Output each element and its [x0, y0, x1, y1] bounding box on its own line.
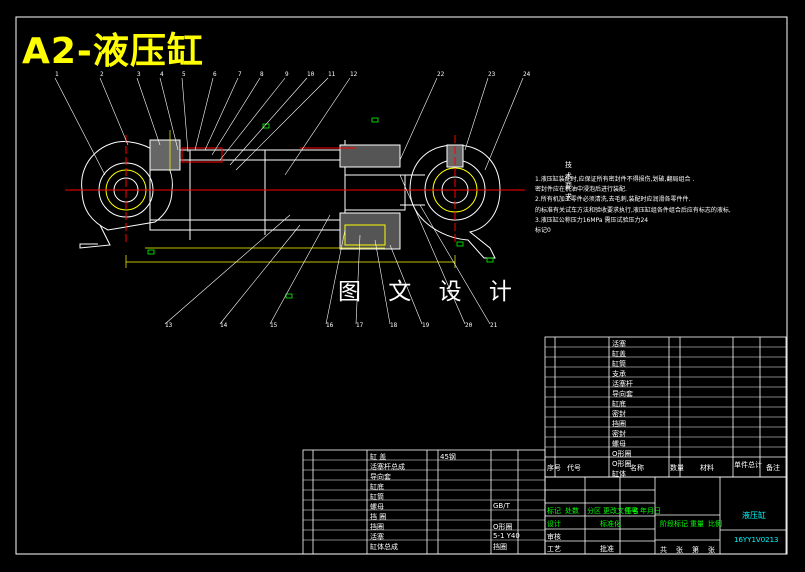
- title-block-label: 审核: [547, 533, 561, 541]
- parts-list-item-name: 挡圈: [612, 420, 626, 428]
- part-label: 19: [422, 322, 430, 329]
- parts-list-item-name: 活塞: [370, 533, 384, 541]
- title-block-label: 张: [676, 546, 683, 554]
- part-label: 17: [356, 322, 364, 329]
- dimension-lines: [125, 130, 456, 268]
- header-total-weight: 总计: [748, 461, 762, 469]
- title-block-label: 批准: [600, 545, 614, 553]
- notes-line: 3.液压缸公称压力16MPa 需压试验压力24: [535, 217, 649, 224]
- parts-list-item-name: 活塞杆: [612, 380, 633, 388]
- title-block-label: 更改文件号: [603, 507, 638, 515]
- part-label: 22: [437, 71, 445, 78]
- parts-list-item-name: 活塞: [612, 340, 626, 348]
- cylinder-assembly: [79, 139, 501, 259]
- parts-list-item-note: 5-1 Y40: [493, 532, 520, 540]
- part-label: 16: [326, 322, 334, 329]
- parts-list-item-name: 缸筒: [612, 360, 626, 368]
- part-label: 18: [390, 322, 398, 329]
- part-label: 3: [137, 71, 141, 78]
- header-code: 代号: [567, 464, 581, 472]
- part-label: 5: [182, 71, 186, 78]
- drawing-title: A2-液压缸: [22, 31, 204, 72]
- parts-list-item-material: 45钢: [440, 453, 456, 461]
- header-material: 材料: [700, 464, 714, 472]
- leader-lines: [54, 77, 524, 325]
- drawing-number: 16YY1V0213: [734, 536, 779, 544]
- parts-list-item-name: 挡圈: [370, 523, 384, 531]
- header-name: 名称: [630, 464, 644, 472]
- parts-list-item-name: 缸盖: [612, 350, 626, 358]
- title-block-label: 签名: [625, 507, 639, 515]
- parts-list-item-name: 导向套: [370, 473, 391, 481]
- part-label: 7: [238, 71, 242, 78]
- title-block-label: 年月日: [640, 507, 661, 515]
- parts-list-item-name: 缸底: [612, 400, 626, 408]
- parts-list-item-name: 缸 盖: [370, 453, 387, 461]
- parts-list-item-name: 导向套: [612, 390, 633, 398]
- title-block-label: 标记: [547, 507, 561, 515]
- header-qty: 数量: [670, 464, 684, 472]
- part-label: 21: [490, 322, 498, 329]
- header-remark: 备注: [766, 464, 780, 472]
- title-block-label: 工艺: [547, 545, 561, 553]
- part-label: 1: [55, 71, 59, 78]
- green-markers: [147, 117, 494, 299]
- part-label: 20: [465, 322, 473, 329]
- part-label: 8: [260, 71, 264, 78]
- part-label: 6: [213, 71, 217, 78]
- part-label: 12: [350, 71, 358, 78]
- title-block-label: 阶段标记: [660, 520, 688, 528]
- part-label: 10: [307, 71, 315, 78]
- parts-list-item-name: 挡 圈: [370, 513, 387, 521]
- parts-list-item-name: 缸体: [612, 470, 626, 478]
- part-label: 24: [523, 71, 531, 78]
- title-block-label: 张: [708, 546, 715, 554]
- notes-line: 的标准有关试车方法和验收要求执行,液压缸组各件组合后应有标志的液标,: [535, 207, 731, 214]
- parts-list-item-name: 密封: [612, 410, 626, 418]
- part-label: 15: [270, 322, 278, 329]
- header-unit-weight: 单件: [734, 461, 748, 469]
- title-block-label: 共: [660, 546, 667, 554]
- part-label: 13: [165, 322, 173, 329]
- parts-list-item-note: GB/T: [493, 502, 510, 510]
- watermark-text: 图 文 设 计: [338, 279, 522, 305]
- title-block-label: 第: [692, 546, 699, 554]
- part-label: 9: [285, 71, 289, 78]
- parts-list-item-note: O形圈: [493, 523, 513, 531]
- notes-line: 2.所有机加工零件必须清洗,去毛刺,装配时应润滑各零件件.: [535, 196, 691, 203]
- notes-line: 标记0: [535, 227, 551, 234]
- title-block-label: 重量: [690, 520, 704, 528]
- part-label: 14: [220, 322, 228, 329]
- parts-list-item-name: 支承: [612, 370, 626, 378]
- center-lines: [65, 135, 525, 245]
- parts-list-item-name: 密封: [612, 430, 626, 438]
- parts-list-item-name: 螺母: [612, 440, 626, 448]
- parts-list-item-note: 挡圈: [493, 543, 507, 551]
- parts-list-item-name: O形圈: [612, 450, 632, 458]
- header-no: 序号: [547, 464, 561, 472]
- title-block-label: 设计: [547, 520, 561, 528]
- notes-line: 密封件应在机油中浸泡后进行装配.: [535, 186, 627, 193]
- parts-list-item-name: 缸底: [370, 483, 384, 491]
- title-block-label: 比例: [708, 520, 722, 528]
- part-label: 4: [160, 71, 164, 78]
- parts-list-item-name: O形圈: [612, 460, 632, 468]
- parts-list-item-name: 缸筒: [370, 493, 384, 501]
- title-block-label: 标准化: [600, 520, 621, 528]
- notes-heading: 技 术 要 求: [565, 161, 572, 201]
- notes-line: 1.液压缸装配时,应保证所有密封件不得损伤,划破,翻局组合 .: [535, 176, 695, 183]
- part-label: 23: [488, 71, 496, 78]
- title-block-label: 分区: [587, 507, 601, 515]
- parts-list-item-name: 螺母: [370, 503, 384, 511]
- parts-list-item-name: 活塞杆总成: [370, 463, 405, 471]
- title-block-label: 处数: [565, 507, 579, 515]
- parts-list-item-name: 缸体总成: [370, 543, 398, 551]
- part-label: 11: [328, 71, 336, 78]
- part-name: 液压缸: [742, 511, 766, 520]
- part-label: 2: [100, 71, 104, 78]
- parts-list-rows: [303, 346, 786, 541]
